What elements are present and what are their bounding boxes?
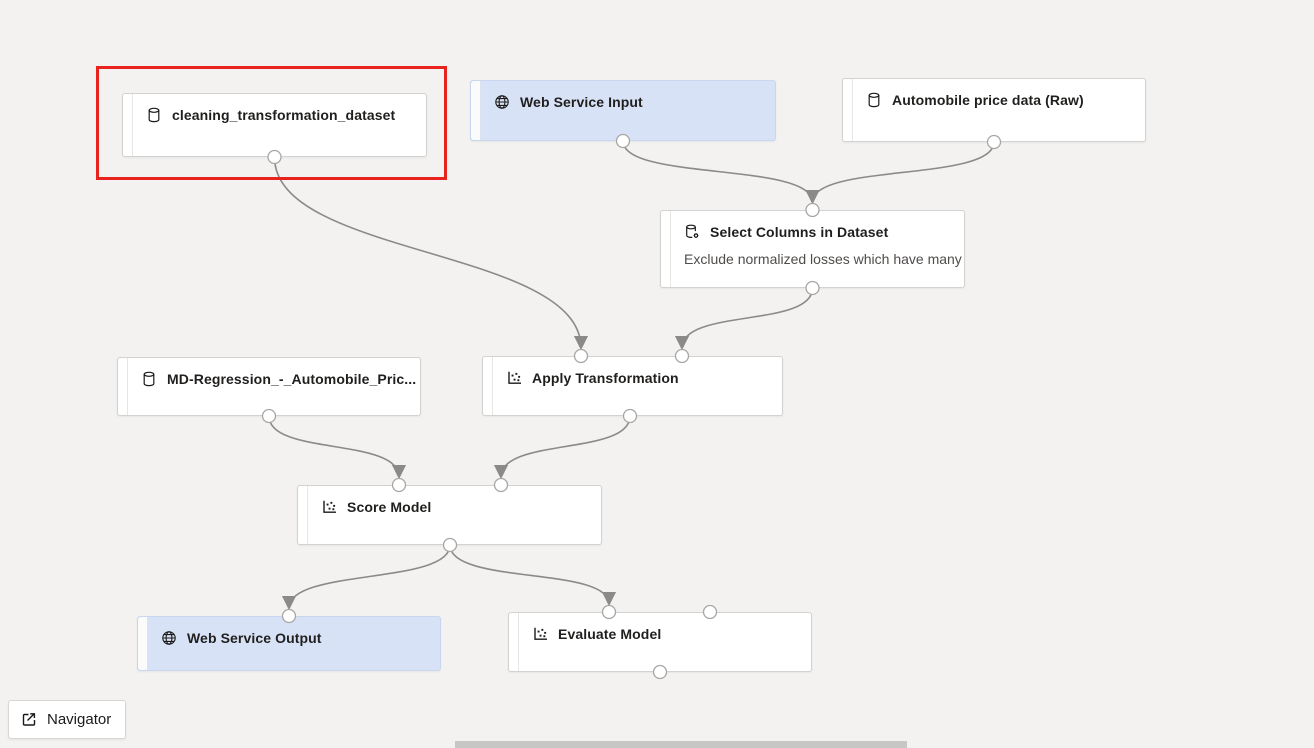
node-title: Score Model [347,499,432,515]
node-evaluate-model[interactable]: Evaluate Model [508,612,812,672]
node-web-service-input[interactable]: Web Service Input [470,80,776,141]
edge-automobile-raw-to-select-columns[interactable] [805,141,995,205]
port-output-evaluate-model[interactable] [652,664,668,680]
node-title: MD-Regression_-_Automobile_Pric... [167,371,417,387]
node-title: Web Service Output [187,630,322,646]
edge-web-service-input-to-select-columns[interactable] [622,140,820,205]
database-icon [866,92,882,108]
port-output-web-service-input[interactable] [615,133,631,149]
node-automobile-price-data-raw[interactable]: Automobile price data (Raw) [842,78,1146,142]
node-title: Automobile price data (Raw) [892,92,1084,108]
node-web-service-output[interactable]: Web Service Output [137,616,441,671]
node-select-columns-in-dataset[interactable]: Select Columns in Dataset Exclude normal… [660,210,965,288]
node-left-strip [123,94,133,156]
globe-icon [494,94,510,110]
port-input-select-columns[interactable] [805,202,820,218]
node-title: cleaning_transformation_dataset [172,107,396,123]
node-title: Apply Transformation [532,370,679,386]
navigator-button[interactable]: Navigator [8,700,127,739]
node-left-strip [471,81,481,140]
edge-score-model-to-evaluate-model[interactable] [449,544,617,607]
globe-icon [161,630,177,646]
port-output-select-columns[interactable] [805,280,820,296]
node-left-strip [483,357,493,415]
node-apply-transformation[interactable]: Apply Transformation [482,356,783,416]
navigator-expand-icon [20,711,38,729]
node-title: Web Service Input [520,94,643,110]
port-input-1-score-model[interactable] [391,477,407,493]
port-input-1-evaluate-model[interactable] [601,604,617,620]
edge-apply-transformation-to-score-model[interactable] [493,415,631,480]
node-left-strip [118,358,128,415]
node-left-strip [138,617,148,670]
scatter-chart-icon [506,370,522,386]
database-gear-icon [684,224,700,240]
node-title: Select Columns in Dataset [710,224,889,240]
node-score-model[interactable]: Score Model [297,485,602,545]
port-input-1-apply-transformation[interactable] [573,348,589,364]
node-md-regression-automobile[interactable]: MD-Regression_-_Automobile_Pric... [117,357,421,416]
database-icon [146,107,162,123]
port-input-web-service-output[interactable] [281,608,297,624]
database-icon [141,371,157,387]
port-output-md-regression[interactable] [261,408,277,424]
node-left-strip [509,613,519,671]
node-comment: Exclude normalized losses which have man… [684,251,962,267]
port-input-2-evaluate-model[interactable] [702,604,718,620]
port-output-score-model[interactable] [442,537,458,553]
node-title: Evaluate Model [558,626,662,642]
port-output-cleaning-dataset[interactable] [267,149,282,165]
port-output-apply-transformation[interactable] [622,408,638,424]
node-left-strip [298,486,308,544]
node-left-strip [661,211,671,287]
edge-select-columns-to-apply-transformation[interactable] [674,287,814,351]
navigator-label: Navigator [47,711,112,728]
horizontal-scrollbar-thumb[interactable] [455,741,907,748]
scatter-chart-icon [321,499,337,515]
scatter-chart-icon [532,626,548,642]
edge-cleaning-to-apply-transformation[interactable] [273,156,589,351]
port-input-2-score-model[interactable] [493,477,509,493]
node-cleaning-transformation-dataset[interactable]: cleaning_transformation_dataset [122,93,427,157]
port-input-2-apply-transformation[interactable] [674,348,690,364]
port-output-automobile-raw[interactable] [986,134,1002,150]
edge-md-regression-to-score-model[interactable] [268,415,407,480]
edge-score-model-to-web-service-output[interactable] [281,544,451,611]
node-left-strip [843,79,853,141]
